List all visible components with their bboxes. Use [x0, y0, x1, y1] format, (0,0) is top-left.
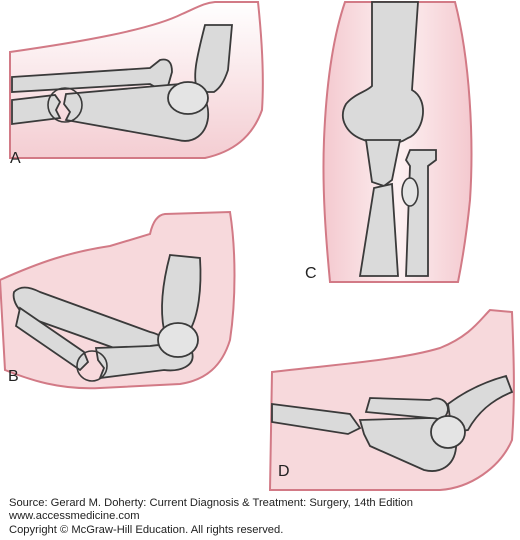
panel-a-fracture-marker-icon — [47, 87, 83, 123]
figure-caption: Source: Gerard M. Doherty: Current Diagn… — [9, 497, 413, 537]
panel-b-humerus — [161, 254, 202, 331]
caption-copyright: Copyright © McGraw-Hill Education. All r… — [9, 523, 284, 536]
panel-label-a: A — [10, 150, 21, 167]
panel-a-elbow-joint — [167, 81, 209, 115]
panel-d-elbow-joint — [430, 415, 466, 449]
panel-c-ulna-proximal — [364, 139, 402, 188]
panel-b-fracture-marker-icon — [76, 350, 108, 382]
caption-source: Source: Gerard M. Doherty: Current Diagn… — [9, 497, 413, 509]
panel-c-ulna-distal — [358, 182, 399, 277]
panel-label-d: D — [278, 463, 290, 480]
panel-d — [268, 308, 515, 491]
panel-c-humerus — [342, 1, 424, 146]
panel-a-ulna-distal — [11, 94, 62, 126]
panel-a — [9, 1, 264, 159]
panel-b-forearm-bone-distal — [14, 306, 90, 372]
panel-b — [0, 210, 236, 390]
panel-d-forearm-bone-distal — [271, 402, 362, 435]
panel-a-humerus — [194, 24, 233, 93]
panel-label-b: B — [8, 368, 19, 385]
panel-d-humerus — [447, 374, 514, 434]
panel-c — [322, 1, 473, 283]
panel-c-radial-head — [401, 177, 419, 207]
caption-website: www.accessmedicine.com — [9, 510, 140, 523]
fracture-illustration — [0, 1, 515, 491]
panel-label-c: C — [305, 265, 317, 282]
panel-b-elbow-joint — [157, 322, 199, 358]
